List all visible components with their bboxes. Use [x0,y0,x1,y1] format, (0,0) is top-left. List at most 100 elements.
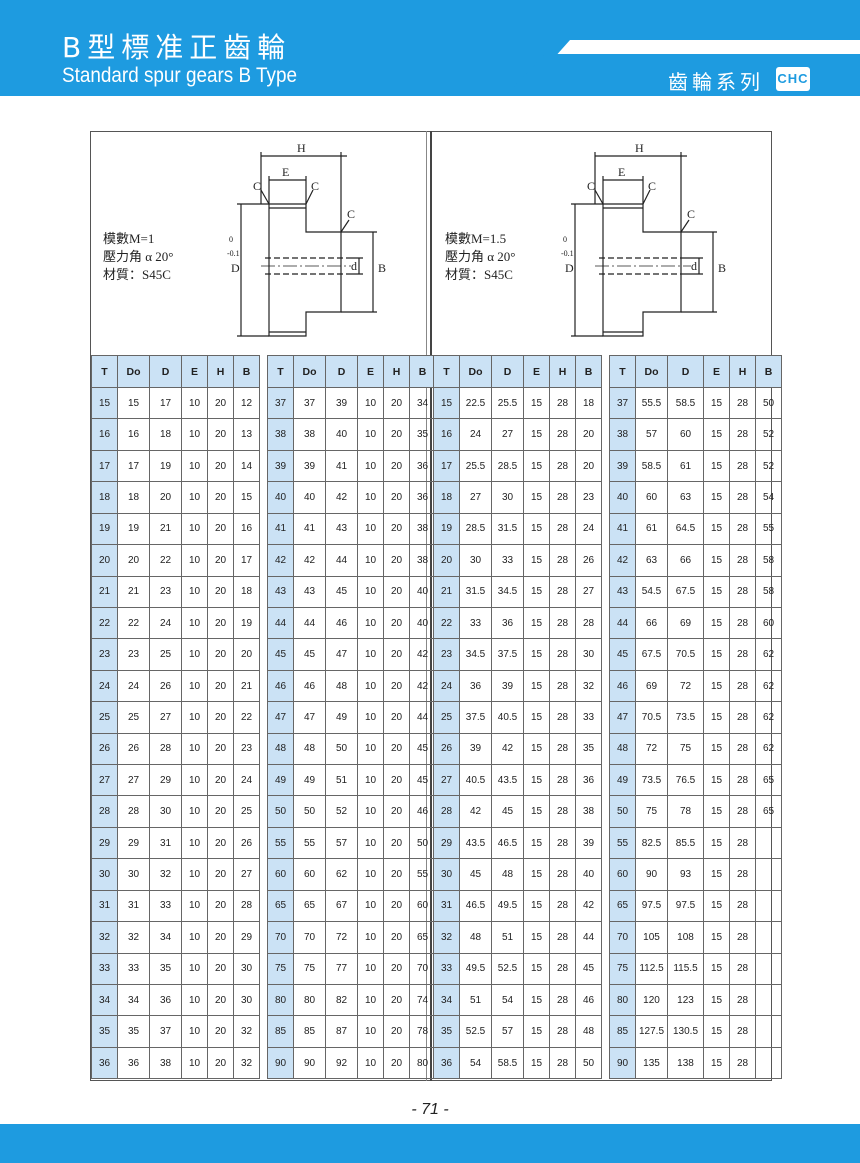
table-cell: 33 [149,889,182,923]
table-cell: 42 [459,795,492,828]
table-cell: 37.5 [491,638,524,671]
tooth-count-cell: 45 [609,638,636,671]
table-cell: 75 [667,732,704,766]
table-cell: 20 [207,921,234,954]
dim-label-d-bore: d [691,259,697,273]
tooth-count-cell: 34 [91,984,118,1017]
dim-label-d-tol-top: 0 [563,235,567,244]
table-cell: 46 [575,984,602,1017]
table-cell: 28 [549,1046,576,1080]
table-cell: 15 [703,889,730,923]
table-cell: 34 [409,386,436,420]
table-cell: 62 [755,701,782,734]
column-header: B [233,355,260,388]
column-gap [259,764,268,796]
table-cell: 20 [383,575,410,608]
page-title-chinese: B型標准正齒輪 [62,31,292,64]
table-cell: 80 [293,984,326,1017]
table-cell: 37.5 [459,701,492,734]
table-cell: 58.5 [491,1046,524,1080]
tooth-count-cell: 42 [267,544,294,577]
column-header: H [207,355,234,388]
table-cell: 44 [409,701,436,734]
tooth-count-cell: 43 [609,575,636,608]
tooth-count-cell: 35 [433,1015,460,1048]
table-cell: 30 [233,984,260,1017]
table-cell: 19 [117,512,150,546]
column-gap [601,858,610,891]
column-header: D [325,355,358,388]
dim-label-b: B [378,261,386,275]
table-cell: 20 [207,575,234,608]
tooth-count-cell: 80 [267,984,294,1017]
tooth-count-cell: 27 [91,764,118,797]
table-cell: 28 [549,1015,576,1048]
table-cell: 69 [635,669,668,703]
table-cell: 15 [703,858,730,891]
table-cell: 28 [117,795,150,828]
table-cell: 21 [233,669,260,703]
column-header: Do [117,355,150,388]
tooth-count-cell: 23 [433,638,460,671]
table-cell: 67.5 [667,575,704,608]
table-cell: 27 [233,858,260,891]
table-cell: 20 [383,921,410,954]
table-cell: 74 [409,984,436,1017]
table-cell: 42 [293,544,326,577]
table-cell: 48 [575,1015,602,1048]
table-cell: 20 [383,889,410,923]
tooth-count-cell: 25 [91,701,118,734]
table-cell: 10 [357,701,384,734]
table-cell: 61 [635,512,668,546]
table-cell: 20 [383,386,410,420]
table-cell: 15 [523,732,550,766]
column-gap [259,513,268,545]
table-cell: 10 [181,764,208,797]
table-cell: 77 [325,952,358,986]
table-cell: 45 [293,638,326,671]
table-cell: 28 [549,544,576,577]
column-header: Do [635,355,668,388]
spec-pressure-angle: 壓力角 α 20° [445,249,516,264]
table-cell: 28.5 [459,512,492,546]
column-gap [601,544,610,577]
table-cell: 50 [409,826,436,860]
table-cell: 38 [149,1046,182,1080]
table-cell: 39 [491,669,524,703]
table-cell: 35 [409,418,436,451]
column-gap [259,576,268,608]
dim-label-c1: C [587,179,595,193]
table-cell: 15 [703,952,730,986]
table-cell: 130.5 [667,1015,704,1048]
table-cell: 45 [409,764,436,797]
table-cell: 15 [703,512,730,546]
table-cell: 46.5 [459,889,492,923]
table-cell: 20 [207,952,234,986]
table-cell: 15 [703,418,730,451]
table-cell: 15 [523,952,550,986]
column-gap [601,355,610,388]
table-cell: 28 [729,858,756,891]
column-header: D [491,355,524,388]
column-gap [601,607,610,639]
table-cell: 78 [409,1015,436,1048]
table-cell: 69 [667,606,704,640]
table-cell: 31 [117,889,150,923]
table-cell: 22 [117,606,150,640]
table-cell: 20 [207,606,234,640]
table-cell: 36 [149,984,182,1017]
table-cell: 28 [729,826,756,860]
table-cell: 15 [703,921,730,954]
table-cell: 20 [207,638,234,671]
table-cell: 31.5 [491,512,524,546]
gear-diagram-m1: H E C C C D 0 -0.1 d B 模數M=1 壓力角 α 20° 材… [91,132,426,355]
table-cell: 28 [729,386,756,420]
spec-module: 模數M=1 [103,231,155,246]
tooth-count-cell: 31 [433,889,460,923]
table-cell: 62 [755,669,782,703]
table-cell: 15 [703,984,730,1017]
